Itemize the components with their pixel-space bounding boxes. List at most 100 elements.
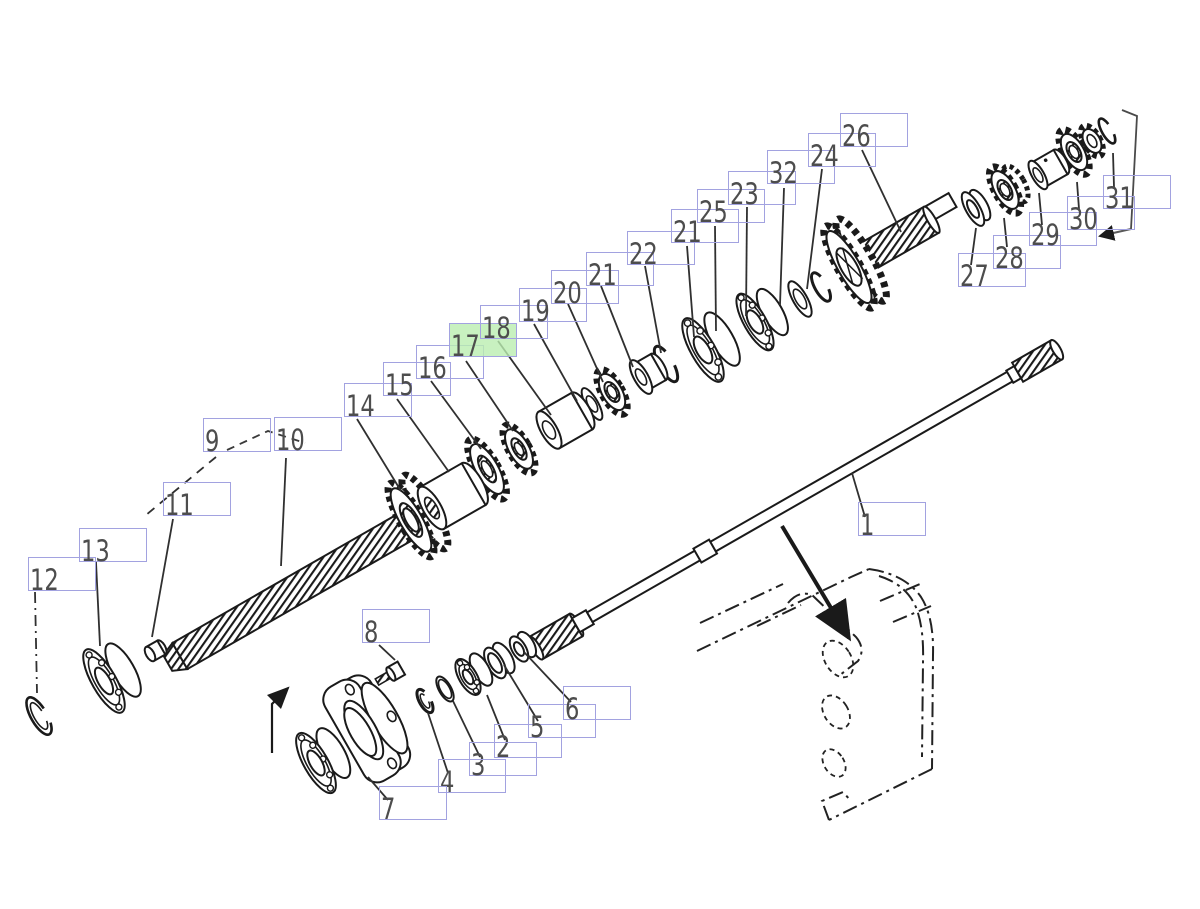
- part-number-12[interactable]: 12: [30, 563, 59, 597]
- hotspot-part-24[interactable]: [808, 133, 876, 167]
- part-number-21[interactable]: 21: [588, 258, 617, 292]
- leader-line-21: [600, 285, 634, 368]
- gearbox-housing: [696, 568, 935, 821]
- bolt-8: [374, 660, 407, 687]
- leader-line-29: [1038, 192, 1043, 226]
- bearing-13: [82, 642, 142, 714]
- hotspot-part-22[interactable]: [627, 231, 695, 265]
- hotspot-part-8[interactable]: [362, 609, 430, 643]
- leader-line-16: [430, 380, 482, 450]
- hotspot-part-27[interactable]: [958, 253, 1026, 287]
- part-number-9[interactable]: 9: [205, 424, 220, 458]
- bearing-21: [681, 311, 741, 383]
- part-number-24[interactable]: 24: [810, 139, 839, 173]
- hotspot-part-15[interactable]: [383, 362, 451, 396]
- part-number-7[interactable]: 7: [381, 792, 396, 826]
- bearing-25: [295, 727, 352, 795]
- hotspot-part-21[interactable]: [586, 252, 654, 286]
- leader-line-24: [806, 168, 823, 290]
- hotspot-part-9[interactable]: [203, 418, 271, 452]
- hotspot-part-32[interactable]: [767, 150, 835, 184]
- part-number-13[interactable]: 13: [81, 534, 110, 568]
- hotspot-part-12[interactable]: [28, 557, 96, 591]
- bearing-23: [735, 287, 789, 352]
- part-number-5[interactable]: 5: [530, 710, 545, 744]
- snap-ring-24: [809, 271, 833, 303]
- part-number-20[interactable]: 20: [553, 276, 582, 310]
- annotation-arrows: [226, 109, 1138, 753]
- part-number-11[interactable]: 11: [165, 488, 194, 522]
- snap-ring-31: [1097, 117, 1117, 145]
- leader-line-22: [644, 265, 662, 354]
- part-number-31[interactable]: 31: [1105, 181, 1134, 215]
- leader-line-17: [465, 360, 514, 432]
- housing-pointer-arrow: [780, 524, 852, 642]
- leader-line-15: [396, 398, 450, 473]
- hotspot-part-30[interactable]: [1067, 196, 1135, 230]
- part-number-6[interactable]: 6: [565, 692, 580, 726]
- part-number-29[interactable]: 29: [1031, 218, 1060, 252]
- leader-line-25: [714, 225, 717, 332]
- hotspot-part-14[interactable]: [344, 383, 412, 417]
- hotspot-part-11[interactable]: [163, 482, 231, 516]
- leader-line-21: [686, 245, 695, 338]
- hotspot-part-4[interactable]: [438, 759, 506, 793]
- gear-20: [593, 366, 631, 418]
- part-number-1[interactable]: 1: [860, 508, 875, 542]
- washer-5: [483, 641, 516, 680]
- part-number-15[interactable]: 15: [385, 368, 414, 402]
- hotspot-part-23[interactable]: [728, 171, 796, 205]
- leader-line-31: [1112, 152, 1115, 188]
- part-number-8[interactable]: 8: [364, 615, 379, 649]
- part-number-23[interactable]: 23: [730, 177, 759, 211]
- part-number-2[interactable]: 2: [496, 730, 511, 764]
- part-number-3[interactable]: 3: [471, 748, 486, 782]
- hotspot-part-18[interactable]: [480, 305, 548, 339]
- part-number-21[interactable]: 21: [673, 215, 702, 249]
- hotspot-part-7[interactable]: [379, 786, 447, 820]
- nut-11: [143, 639, 168, 663]
- hotspot-part-25[interactable]: [697, 189, 765, 223]
- hotspot-part-5[interactable]: [528, 704, 596, 738]
- hotspot-part-21[interactable]: [671, 209, 739, 243]
- part-number-18[interactable]: 18: [482, 311, 511, 345]
- leader-line-3: [452, 700, 481, 758]
- part-number-28[interactable]: 28: [995, 241, 1024, 275]
- seal-ring-12: [25, 696, 53, 736]
- hotspot-part-31[interactable]: [1103, 175, 1171, 209]
- hotspot-part-19[interactable]: [519, 288, 587, 322]
- hotspot-part-1[interactable]: [858, 502, 926, 536]
- part-number-10[interactable]: 10: [276, 423, 305, 457]
- leader-line-13: [95, 561, 101, 647]
- part-number-25[interactable]: 25: [699, 195, 728, 229]
- part-number-22[interactable]: 22: [629, 237, 658, 271]
- hotspot-part-20[interactable]: [551, 270, 619, 304]
- flange-housing-7: [322, 674, 412, 784]
- part-number-16[interactable]: 16: [418, 351, 447, 385]
- part-number-4[interactable]: 4: [440, 765, 455, 799]
- leader-line-23: [745, 206, 748, 317]
- leader-line-20: [567, 303, 604, 383]
- hotspot-part-10[interactable]: [274, 417, 342, 451]
- part-number-19[interactable]: 19: [521, 294, 550, 328]
- part-number-32[interactable]: 32: [769, 156, 798, 190]
- leader-line-5: [503, 664, 539, 722]
- part-number-27[interactable]: 27: [960, 259, 989, 293]
- hotspot-part-13[interactable]: [79, 528, 147, 562]
- part-number-30[interactable]: 30: [1069, 202, 1098, 236]
- part-number-14[interactable]: 14: [346, 389, 375, 423]
- leader-line-12: [34, 591, 38, 694]
- hotspot-part-6[interactable]: [563, 686, 631, 720]
- leader-line-1: [851, 472, 866, 518]
- part-number-17[interactable]: 17: [451, 329, 480, 363]
- part-number-26[interactable]: 26: [842, 119, 871, 153]
- hotspot-part-17[interactable]: [449, 323, 517, 357]
- hotspot-part-26[interactable]: [840, 113, 908, 147]
- gear-31: [1078, 122, 1106, 160]
- leader-line-14: [356, 418, 402, 492]
- leader-line-2: [486, 694, 506, 741]
- hotspot-part-28[interactable]: [993, 235, 1061, 269]
